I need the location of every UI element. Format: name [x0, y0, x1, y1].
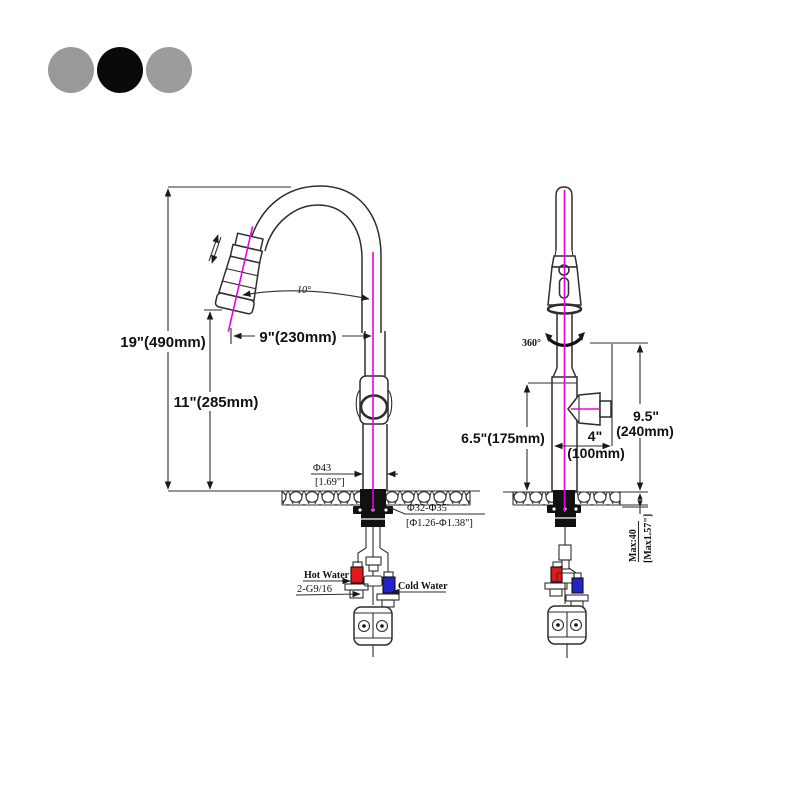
label-handle-length: 4" — [588, 428, 602, 444]
label-handle-length-mm: (100mm) — [567, 445, 625, 461]
hot-valve — [344, 561, 369, 599]
hot-valve-right — [544, 561, 568, 597]
gooseneck-spout — [249, 185, 382, 333]
deck-surface-right — [503, 491, 648, 506]
label-spout-reach: 9"(230mm) — [259, 329, 336, 346]
label-thread-size: 2-G9/16 — [297, 584, 332, 595]
supply-hoses — [344, 527, 400, 608]
dimension-lines-right — [523, 342, 648, 562]
handle — [567, 392, 612, 426]
label-spout-angle: 10° — [297, 285, 311, 296]
label-spout-height-right-mm: (240mm) — [616, 423, 674, 439]
label-spout-height: 11"(285mm) — [174, 394, 259, 411]
label-body-height: 6.5"(175mm) — [461, 430, 545, 446]
color-swatch-black[interactable] — [97, 47, 143, 93]
counterweight — [353, 606, 393, 657]
label-body-diameter-in: [1.69"] — [315, 477, 345, 488]
supply-hoses-right — [544, 527, 589, 609]
label-body-diameter: Φ43 — [313, 463, 331, 474]
pull-down-arrows-icon — [208, 234, 222, 264]
label-spout-height-right: 9.5" — [633, 408, 659, 424]
right-view: 360° 6.5"(175mm) 4" (100mm) 9.5" (240mm)… — [461, 186, 674, 658]
label-hole-diameter-in: [Φ1.26-Φ1.38"] — [406, 518, 473, 529]
color-swatch-gray[interactable] — [48, 47, 94, 93]
label-overall-height: 19"(490mm) — [120, 334, 206, 351]
dimension-lines-left — [164, 186, 485, 598]
cold-valve-right — [565, 572, 589, 609]
label-hot-water: Hot Water — [304, 570, 350, 581]
label-max-deck: Max:40 — [628, 529, 639, 562]
label-hole-diameter: Φ32-Φ35 — [407, 503, 447, 514]
label-rotation: 360° — [522, 338, 541, 349]
color-swatch-row — [48, 47, 192, 93]
faucet-body — [355, 331, 393, 491]
spray-head — [214, 226, 264, 332]
color-swatch-gray-2[interactable] — [146, 47, 192, 93]
label-cold-water: Cold Water — [398, 581, 448, 592]
cold-valve — [376, 571, 400, 608]
label-max-deck-in: [Max1.57"] — [643, 514, 654, 563]
counterweight-right — [547, 605, 587, 658]
left-view: 19"(490mm) 11"(285mm) 9"(230mm) 10° Φ43 … — [120, 185, 485, 657]
